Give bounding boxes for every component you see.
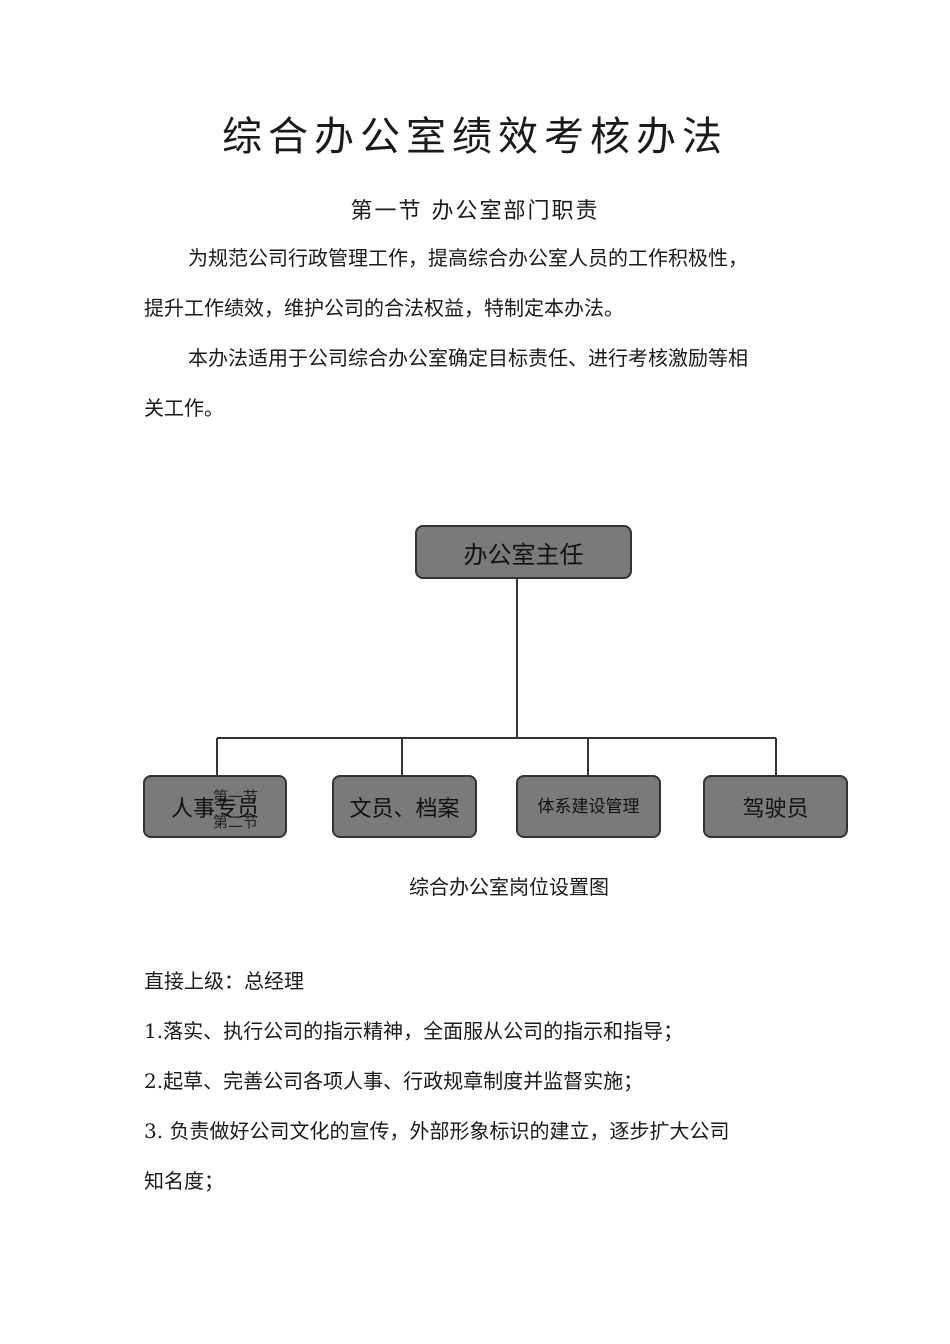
duty-item-3-line2: 知名度； xyxy=(144,1169,224,1193)
org-chart-caption: 综合办公室岗位设置图 xyxy=(409,875,609,899)
intro-paragraphs: 为规范公司行政管理工作，提高综合办公室人员的工作积极性， 提升工作绩效，维护公司… xyxy=(144,243,824,443)
intro-para1-line1: 为规范公司行政管理工作，提高综合办公室人员的工作积极性， xyxy=(188,246,748,270)
document-title: 综合办公室绩效考核办法 xyxy=(222,114,728,160)
direct-superior: 直接上级：总经理 xyxy=(144,969,304,993)
duty-item-3-line1: 3. 负责做好公司文化的宣传，外部形象标识的建立，逐步扩大公司 xyxy=(144,1119,730,1143)
org-node-system-management: 体系建设管理 xyxy=(516,775,661,838)
org-node-driver: 驾驶员 xyxy=(703,775,848,838)
duties-list: 直接上级：总经理 1.落实、执行公司的指示精神，全面服从公司的指示和指导； 2.… xyxy=(144,966,824,1216)
org-node-clerk-archives: 文员、档案 xyxy=(332,775,477,838)
duty-item-2: 2.起草、完善公司各项人事、行政规章制度并监督实施； xyxy=(144,1069,644,1093)
duty-item-1: 1.落实、执行公司的指示精神，全面服从公司的指示和指导； xyxy=(144,1019,684,1043)
intro-para2-line2: 关工作。 xyxy=(144,396,224,420)
intro-para2-line1: 本办法适用于公司综合办公室确定目标责任、进行考核激励等相 xyxy=(188,346,748,370)
overlay-section-label-2: 第二节 xyxy=(213,813,259,831)
org-node-director: 办公室主任 xyxy=(415,525,632,579)
org-node-hr-specialist: 人事专员 xyxy=(143,775,287,838)
intro-para1-line2: 提升工作绩效，维护公司的合法权益，特制定本办法。 xyxy=(144,296,624,320)
overlay-section-label-1: 第一节 xyxy=(213,788,259,806)
section-title: 第一节 办公室部门职责 xyxy=(350,199,600,224)
